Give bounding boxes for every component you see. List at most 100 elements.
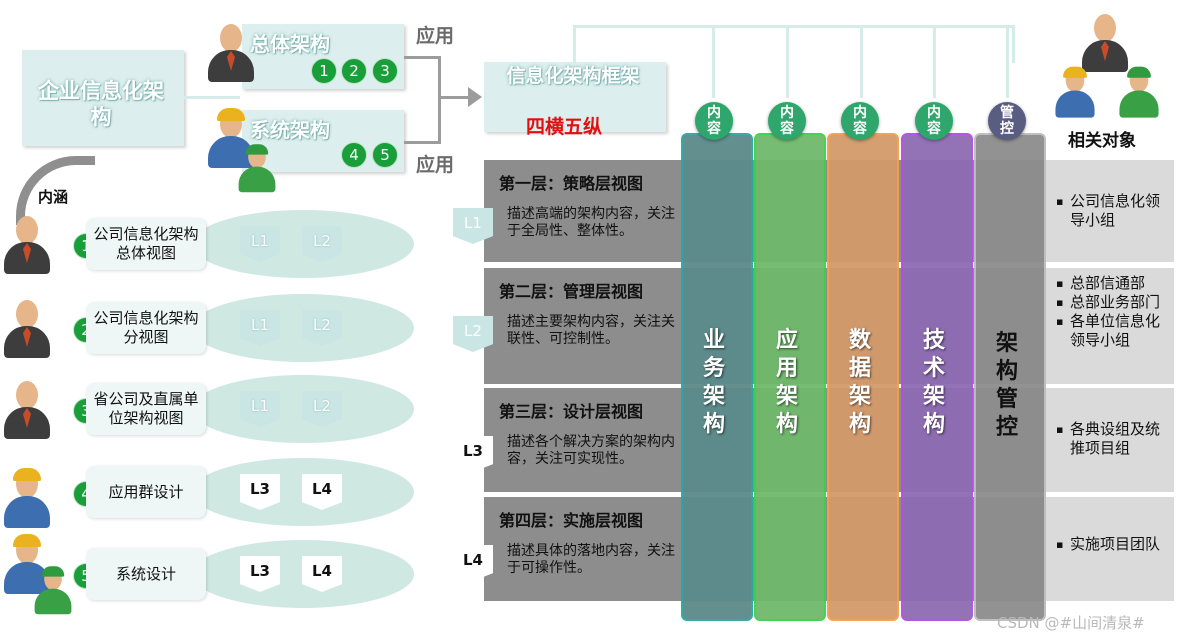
column-text: 数据架构 — [848, 328, 871, 437]
related-item: 实施项目团队 — [1056, 535, 1174, 554]
level-tag: L1 — [240, 226, 280, 262]
related-item: 各单位信息化领导小组 — [1056, 312, 1174, 350]
level-tag: L4 — [302, 556, 342, 592]
level-tag: L2 — [302, 226, 342, 262]
manager-avatar — [2, 300, 52, 358]
arch-column — [974, 133, 1046, 621]
related-cell: 实施项目团队 — [1044, 497, 1174, 601]
worker-avatar-2 — [237, 144, 277, 193]
manager-avatar — [1080, 14, 1130, 72]
num-circle-2: 2 — [341, 58, 367, 84]
column-text: 架构管控 — [995, 331, 1018, 440]
column-text: 技术架构 — [922, 328, 945, 437]
layer-tag: L1 — [453, 208, 493, 244]
four-five-label: 四横五纵 — [526, 116, 603, 138]
manager-avatar — [206, 24, 256, 82]
layer-title: 第二层：管理层视图 — [499, 282, 644, 301]
bracket-line — [404, 56, 440, 59]
num-circle-4: 4 — [341, 142, 367, 168]
curve-arrow-icon — [16, 156, 95, 225]
arch-column — [681, 133, 753, 621]
level-tag: L2 — [302, 391, 342, 427]
bracket-line — [438, 56, 441, 144]
bracket-tick — [786, 28, 789, 98]
related-item: 总部业务部门 — [1056, 293, 1174, 312]
row-label: 省公司及直属单位架构视图 — [86, 383, 206, 435]
system-arch-box: 系统架构 4 5 — [242, 110, 404, 172]
related-list: 总部信通部总部业务部门各单位信息化领导小组 — [1044, 274, 1174, 350]
arrow-shaft — [441, 96, 471, 99]
bracket-tick — [712, 28, 715, 98]
apply-label-bottom: 应用 — [416, 154, 455, 176]
layer-tag: L3 — [453, 436, 493, 472]
worker-avatar — [1054, 66, 1097, 118]
related-label: 相关对象 — [1068, 131, 1136, 151]
layer-title: 第四层：实施层视图 — [499, 511, 644, 530]
num-circle-3: 3 — [372, 58, 398, 84]
layer-tag: L2 — [453, 316, 493, 352]
worker-avatar — [2, 468, 52, 528]
num-circle-5: 5 — [372, 142, 398, 168]
related-item: 各典设组及统推项目组 — [1056, 420, 1174, 458]
apply-label-top: 应用 — [416, 25, 455, 47]
overall-arch-label: 总体架构 — [250, 32, 330, 56]
column-head: 内容 — [695, 102, 733, 140]
layer-desc: 描述主要架构内容，关注关联性、可控制性。 — [507, 314, 675, 347]
framework-label: 信息化架构框架 — [506, 65, 640, 87]
layer-white-zone — [484, 296, 682, 378]
layer-desc: 描述具体的落地内容，关注于可操作性。 — [507, 543, 675, 576]
layer-title: 第三层：设计层视图 — [499, 402, 644, 421]
related-list: 实施项目团队 — [1044, 535, 1174, 554]
enterprise-arch-box: 企业信息化架构 — [22, 50, 184, 146]
related-item: 公司信息化领导小组 — [1056, 192, 1174, 230]
related-list: 公司信息化领导小组 — [1044, 192, 1174, 230]
related-cell: 各典设组及统推项目组 — [1044, 388, 1174, 492]
bracket-tick — [860, 28, 863, 98]
layer-white-zone — [484, 525, 682, 595]
worker-avatar-2 — [1118, 66, 1161, 118]
worker-avatar — [2, 534, 52, 594]
arch-column — [754, 133, 826, 621]
bracket-line — [404, 141, 440, 144]
level-tag: L1 — [240, 391, 280, 427]
layer-desc: 描述高端的架构内容，关注于全局性、整体性。 — [507, 206, 675, 239]
num-circle-1: 1 — [311, 58, 337, 84]
arch-column — [827, 133, 899, 621]
column-head: 内容 — [841, 102, 879, 140]
level-tag: L4 — [302, 474, 342, 510]
column-head: 内容 — [915, 102, 953, 140]
column-bracket — [573, 25, 1015, 63]
column-head: 管控 — [988, 102, 1026, 140]
layer-tag: L4 — [453, 545, 493, 581]
layer-desc: 描述各个解决方案的架构内容，关注可实现性。 — [507, 434, 675, 467]
level-tag: L1 — [240, 310, 280, 346]
layer-white-zone — [484, 188, 682, 256]
related-cell: 公司信息化领导小组 — [1044, 160, 1174, 262]
worker-avatar-2 — [33, 566, 73, 615]
system-arch-label: 系统架构 — [250, 118, 330, 142]
bracket-tick — [933, 28, 936, 98]
column-head: 内容 — [768, 102, 806, 140]
row-label: 应用群设计 — [86, 466, 206, 518]
bracket-tick — [1006, 28, 1009, 98]
related-item: 总部信通部 — [1056, 274, 1174, 293]
connector — [184, 96, 240, 99]
level-tag: L2 — [302, 310, 342, 346]
arrow-head-icon — [468, 87, 482, 107]
related-cell: 总部信通部总部业务部门各单位信息化领导小组 — [1044, 268, 1174, 384]
related-list: 各典设组及统推项目组 — [1044, 420, 1174, 458]
column-text: 应用架构 — [775, 328, 798, 437]
arch-column — [901, 133, 973, 621]
level-tag: L3 — [240, 474, 280, 510]
manager-avatar — [2, 381, 52, 439]
row-label: 公司信息化架构分视图 — [86, 302, 206, 354]
enterprise-arch-label: 企业信息化架构 — [38, 79, 164, 129]
row-label: 公司信息化架构总体视图 — [86, 218, 206, 270]
overall-arch-box: 总体架构 1 2 3 — [242, 24, 404, 89]
row-label: 系统设计 — [86, 548, 206, 600]
framework-box: 信息化架构框架 四横五纵 — [484, 62, 666, 138]
watermark: CSDN @#山间清泉# — [997, 614, 1145, 632]
neihan-label: 内涵 — [38, 188, 69, 206]
layer-title: 第一层：策略层视图 — [499, 174, 644, 193]
column-text: 业务架构 — [702, 328, 725, 437]
